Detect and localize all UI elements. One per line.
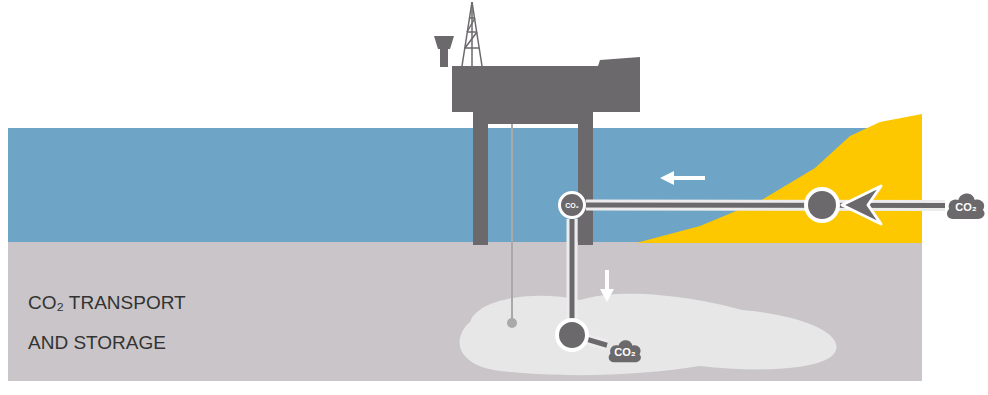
platform-brace (473, 110, 593, 124)
flow-arrow (660, 171, 705, 185)
node-text: CO₂ (565, 202, 579, 209)
node-text: CO₂ (614, 343, 635, 358)
drill-string (511, 124, 513, 320)
derrick-frame (471, 2, 473, 66)
pipeline-connector (586, 186, 945, 224)
platform-leg (578, 110, 593, 245)
seabed-ground (8, 242, 922, 381)
derrick-bar (465, 47, 479, 49)
diagram-label: CO₂ TRANSPORT AND STORAGE (28, 283, 188, 363)
derrick-frame (462, 2, 482, 66)
arrow-shaft (605, 270, 609, 290)
cloud-shape (607, 337, 643, 364)
flare-stack (440, 49, 448, 67)
platform-deck (452, 57, 640, 112)
flare-stack (434, 36, 454, 49)
co2-source-cloud: CO₂ (945, 190, 987, 221)
pipeline-junction (806, 189, 838, 221)
cloud-shape (945, 190, 987, 221)
flow-arrow-head (660, 171, 674, 185)
derrick-bar (467, 31, 477, 33)
arrow-head (600, 289, 614, 302)
cloud-outline (609, 340, 641, 362)
coast (636, 114, 922, 243)
flow-arrow-shaft (672, 176, 705, 180)
derrick-bar (465, 32, 477, 48)
pipe-casing (586, 200, 945, 211)
stored-co2-cloud: CO₂ (607, 337, 643, 364)
cloud-outline (947, 194, 985, 219)
arrow-head (842, 186, 881, 224)
platform-leg (473, 110, 488, 245)
derrick-bar (467, 18, 475, 32)
injection-point (557, 320, 587, 350)
derrick (462, 2, 482, 66)
pipe (586, 203, 945, 208)
node-text: CO₂ (955, 198, 976, 213)
platform-injection-node: CO₂ (558, 191, 586, 219)
storage-reservoir (460, 294, 837, 375)
drill-bit (507, 318, 517, 328)
